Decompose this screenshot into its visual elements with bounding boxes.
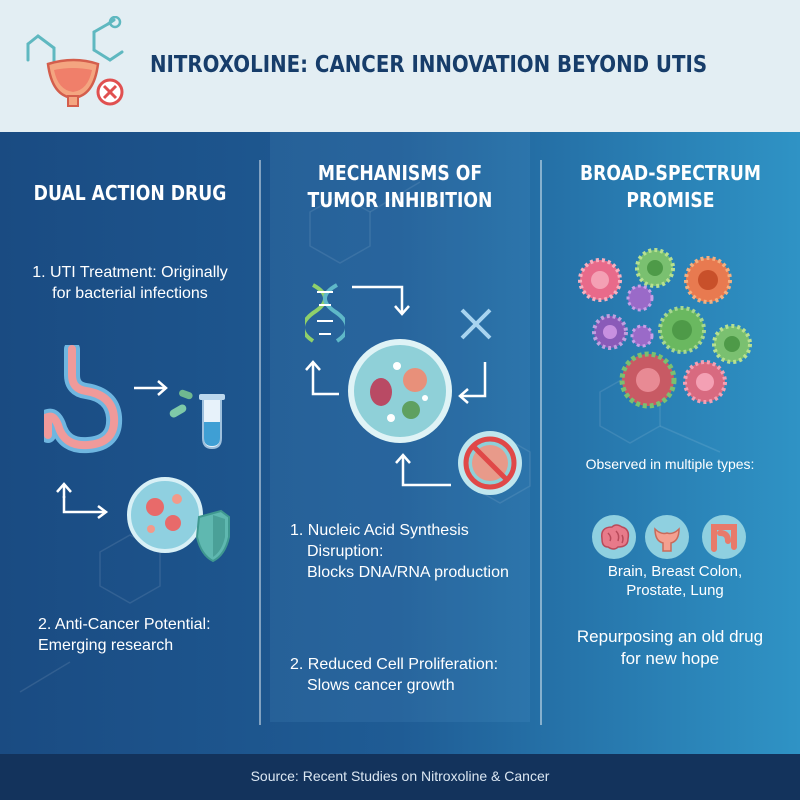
col3-types: Brain, Breast Colon, Prostate, Lung: [560, 562, 790, 600]
brain-icon: [592, 515, 636, 559]
breast-prostate-icon: [645, 515, 689, 559]
arrow-corner-icon: [352, 285, 410, 316]
col3-heading-line1: BROAD-SPECTRUM: [579, 161, 761, 185]
col3-tagline-line1: Repurposing an old drug: [576, 627, 764, 646]
col1-item2-line1: 2. Anti-Cancer Potential:: [38, 616, 211, 633]
footer-band: Source: Recent Studies on Nitroxoline & …: [0, 754, 800, 800]
page-title: NITROXOLINE: CANCER INNOVATION BEYOND UT…: [150, 52, 708, 78]
footer-source: Source: Recent Studies on Nitroxoline & …: [250, 768, 550, 784]
divider-left: [259, 160, 261, 725]
col1-item2: 2. Anti-Cancer Potential: Emerging resea…: [38, 614, 253, 656]
col2-item1-line1: 1. Nucleic Acid Synthesis: [290, 522, 469, 539]
cell-icon: [348, 339, 452, 443]
col2-item1-line2: Disruption:: [307, 543, 384, 560]
col1-item2-line2: Emerging research: [38, 637, 174, 654]
col3-types-line2: Prostate, Lung: [626, 582, 724, 599]
bacteria-icon: [169, 389, 193, 418]
colon-icon: [702, 515, 746, 559]
blocked-cell-icon: [458, 431, 522, 495]
col2-item1-line3: Blocks DNA/RNA production: [307, 564, 509, 581]
col2-item2-line2: Slows cancer growth: [307, 677, 455, 694]
col3-types-line1: Brain, Breast Colon,: [607, 563, 743, 580]
stomach-icon: [44, 345, 123, 454]
dna-icon: [305, 283, 345, 343]
col1-heading: DUAL ACTION DRUG: [33, 181, 227, 205]
cancer-cells-cluster-icon: [578, 248, 752, 409]
col2-item2-line1: 2. Reduced Cell Proliferation:: [290, 656, 499, 673]
arrow-right-icon: [134, 380, 168, 396]
col2-heading-line1: MECHANISMS OF: [317, 161, 483, 185]
bladder-icon: [26, 16, 124, 107]
col2-heading: MECHANISMS OF TUMOR INHIBITION: [293, 160, 508, 214]
col2-heading-line2: TUMOR INHIBITION: [307, 188, 493, 212]
test-tube-icon: [199, 394, 225, 450]
col3-observed: Observed in multiple types:: [585, 456, 755, 472]
loop-arrow-icon-2: [305, 360, 339, 396]
col3-heading: BROAD-SPECTRUM PROMISE: [565, 160, 776, 214]
arrow-down-left-icon: [458, 362, 487, 404]
cancer-cell-shield-icon: [127, 477, 230, 563]
col3-tagline-line2: for new hope: [620, 649, 720, 668]
col1-item1-line1: 1. UTI Treatment: Originally: [32, 264, 228, 281]
col1-item1: 1. UTI Treatment: Originally for bacteri…: [15, 262, 245, 304]
col2-item1: 1. Nucleic Acid Synthesis Disruption: Bl…: [290, 520, 530, 583]
header-band: NITROXOLINE: CANCER INNOVATION BEYOND UT…: [0, 0, 800, 132]
col3-tagline: Repurposing an old drug for new hope: [550, 626, 790, 670]
divider-right: [540, 160, 542, 725]
arrow-up-right-icon: [395, 453, 451, 487]
col2-item2: 2. Reduced Cell Proliferation: Slows can…: [290, 654, 530, 696]
loop-arrow-icon: [56, 482, 109, 519]
x-mark-icon: [460, 308, 492, 340]
col3-heading-line2: PROMISE: [626, 188, 715, 212]
col1-item1-line2: for bacterial infections: [52, 285, 208, 302]
